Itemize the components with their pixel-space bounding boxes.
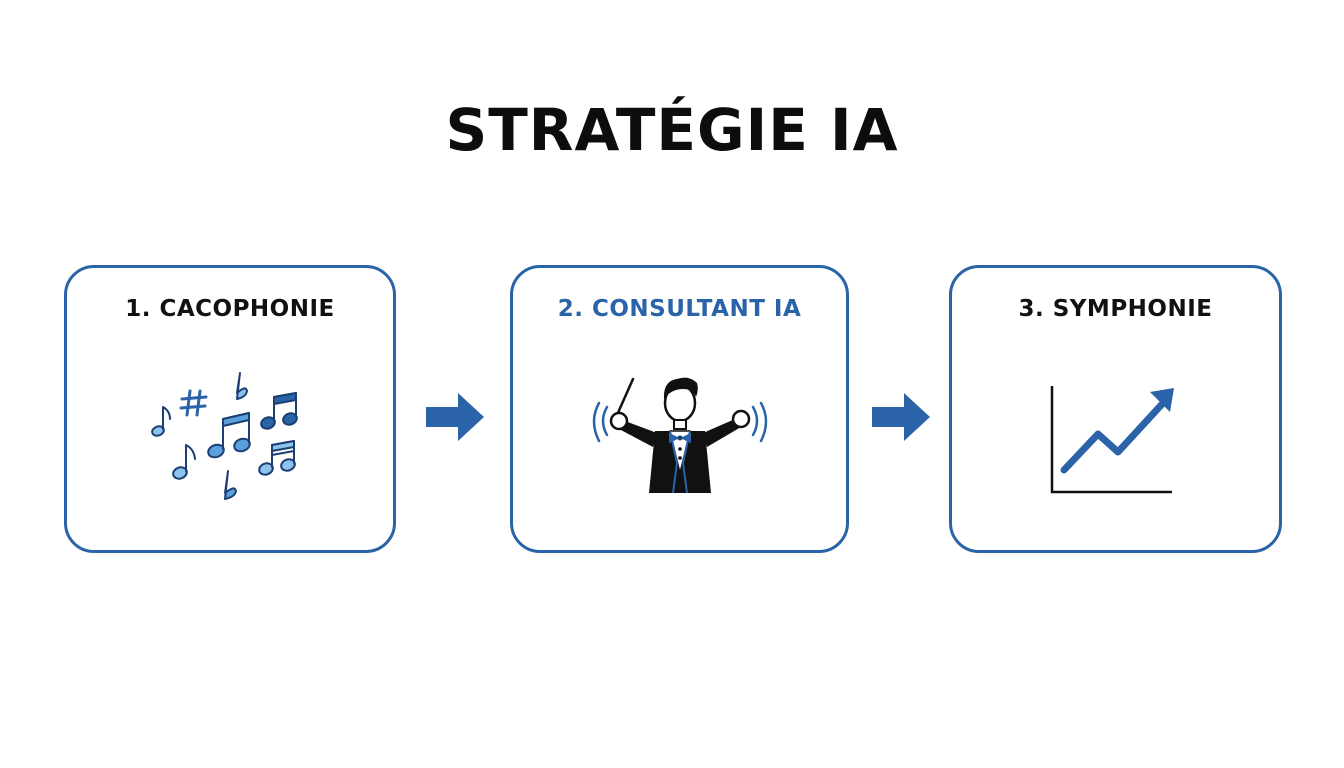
arrow-right-icon bbox=[872, 391, 932, 447]
step-card-symphonie: 3. SYMPHONIE bbox=[949, 265, 1282, 553]
page-title: STRATÉGIE IA bbox=[445, 96, 899, 164]
step-card-consultant: 2. CONSULTANT IA bbox=[510, 265, 849, 553]
conductor-icon bbox=[513, 363, 846, 498]
step-card-cacophonie: 1. CACOPHONIE bbox=[64, 265, 396, 553]
arrow-right-icon bbox=[426, 391, 486, 447]
step-label: 2. CONSULTANT IA bbox=[557, 296, 802, 322]
music-notes-icon bbox=[67, 363, 393, 503]
step-label: 3. SYMPHONIE bbox=[1018, 296, 1213, 322]
step-label: 1. CACOPHONIE bbox=[125, 296, 335, 322]
growth-chart-icon bbox=[952, 378, 1279, 498]
